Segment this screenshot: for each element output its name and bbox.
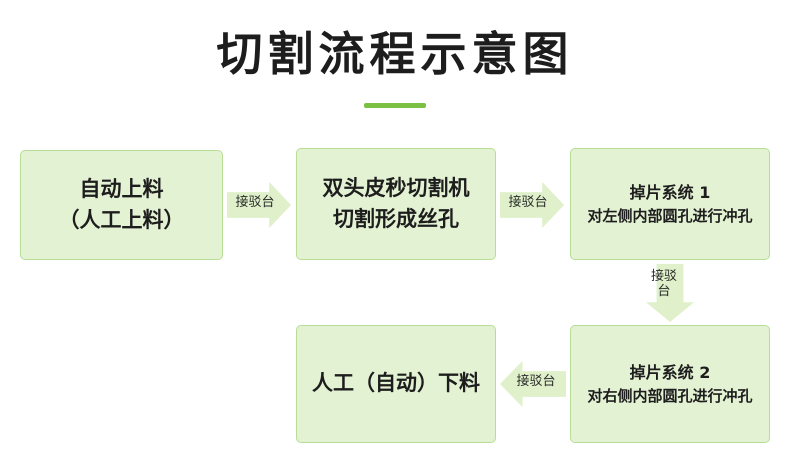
node-unloading[interactable]: 人工（自动）下料: [296, 325, 496, 443]
connector-label-cut-to-drop1: 接驳台: [508, 195, 548, 210]
node-auto-loading-line-2: （人工上料）: [58, 208, 185, 232]
connector-label-drop1-to-drop2: 接驳台: [650, 269, 677, 299]
node-unloading-line-1: 人工（自动）下料: [312, 371, 480, 396]
node-drop-system-2-title: 掉片系统 2: [629, 362, 711, 382]
node-picosecond-cutter[interactable]: 双头皮秒切割机 切割形成丝孔: [296, 148, 496, 260]
node-picosecond-cutter-line-1: 双头皮秒切割机: [322, 175, 470, 200]
node-drop-system-1-desc: 对左侧内部圆孔进行冲孔: [587, 206, 753, 225]
node-auto-loading[interactable]: 自动上料 （人工上料）: [20, 150, 223, 260]
title-underline-rule: [364, 103, 426, 108]
node-drop-system-2[interactable]: 掉片系统 2 对右侧内部圆孔进行冲孔: [570, 325, 770, 443]
node-drop-system-2-desc: 对右侧内部圆孔进行冲孔: [587, 386, 753, 405]
page-title: 切割流程示意图: [216, 27, 574, 81]
connector-label-drop2-to-unload: 接驳台: [516, 374, 556, 389]
connector-label-load-to-cut: 接驳台: [235, 195, 275, 210]
node-auto-loading-line-1: 自动上料: [79, 176, 164, 201]
node-drop-system-1-title: 掉片系统 1: [629, 182, 711, 202]
node-picosecond-cutter-line-2: 切割形成丝孔: [333, 207, 459, 231]
node-drop-system-1[interactable]: 掉片系统 1 对左侧内部圆孔进行冲孔: [570, 148, 770, 260]
